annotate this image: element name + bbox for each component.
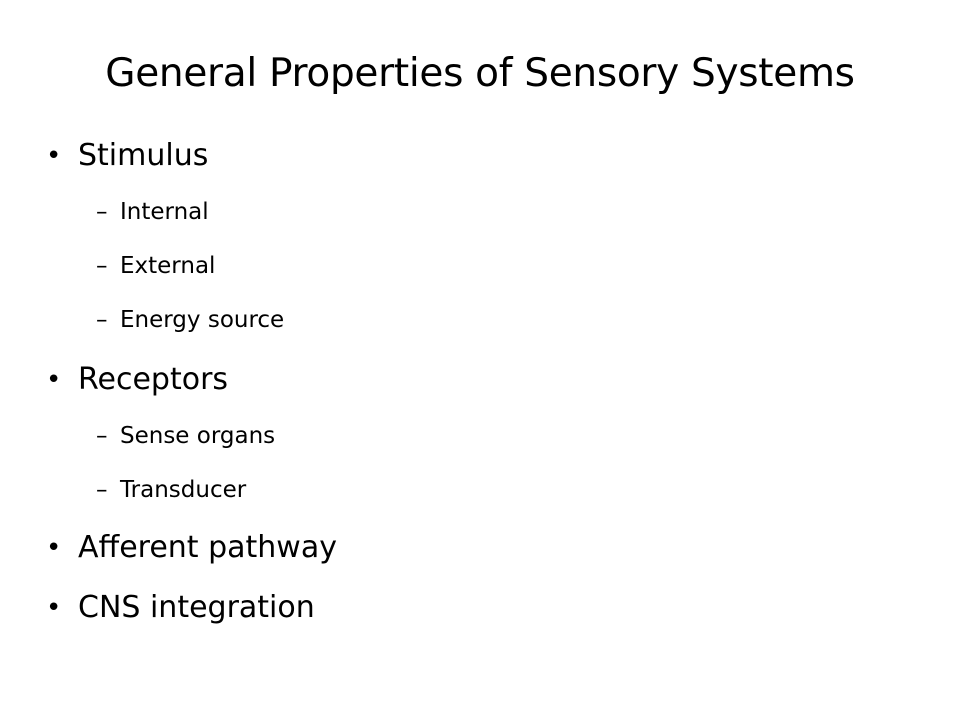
dash-icon: – [96,199,108,225]
bullet-icon: • [46,593,62,623]
bullet-icon: • [46,365,62,395]
bullet-text: CNS integration [78,590,315,625]
slide-title: General Properties of Sensory Systems [105,51,855,96]
bullet-item-stimulus: • Stimulus [46,136,208,176]
dash-icon: – [96,253,108,279]
dash-icon: – [96,477,108,503]
sub-bullet-text: Sense organs [120,423,276,449]
sub-bullet-item-internal: –Internal [96,196,209,228]
bullet-item-receptors: • Receptors [46,360,228,400]
sub-bullet-text: Energy source [120,307,285,333]
sub-bullet-item-energy-source: –Energy source [96,304,284,336]
sub-bullet-item-sense-organs: –Sense organs [96,420,275,452]
bullet-text: Afferent pathway [78,530,337,565]
sub-bullet-text: Internal [120,199,209,225]
dash-icon: – [96,423,108,449]
sub-bullet-item-external: –External [96,250,215,282]
dash-icon: – [96,307,108,333]
bullet-item-afferent-pathway: • Afferent pathway [46,528,337,568]
bullet-icon: • [46,533,62,563]
bullet-item-cns-integration: • CNS integration [46,588,315,628]
bullet-icon: • [46,141,62,171]
bullet-text: Receptors [78,362,229,397]
bullet-text: Stimulus [78,138,209,173]
sub-bullet-text: External [120,253,216,279]
sub-bullet-text: Transducer [120,477,247,503]
sub-bullet-item-transducer: –Transducer [96,474,246,506]
